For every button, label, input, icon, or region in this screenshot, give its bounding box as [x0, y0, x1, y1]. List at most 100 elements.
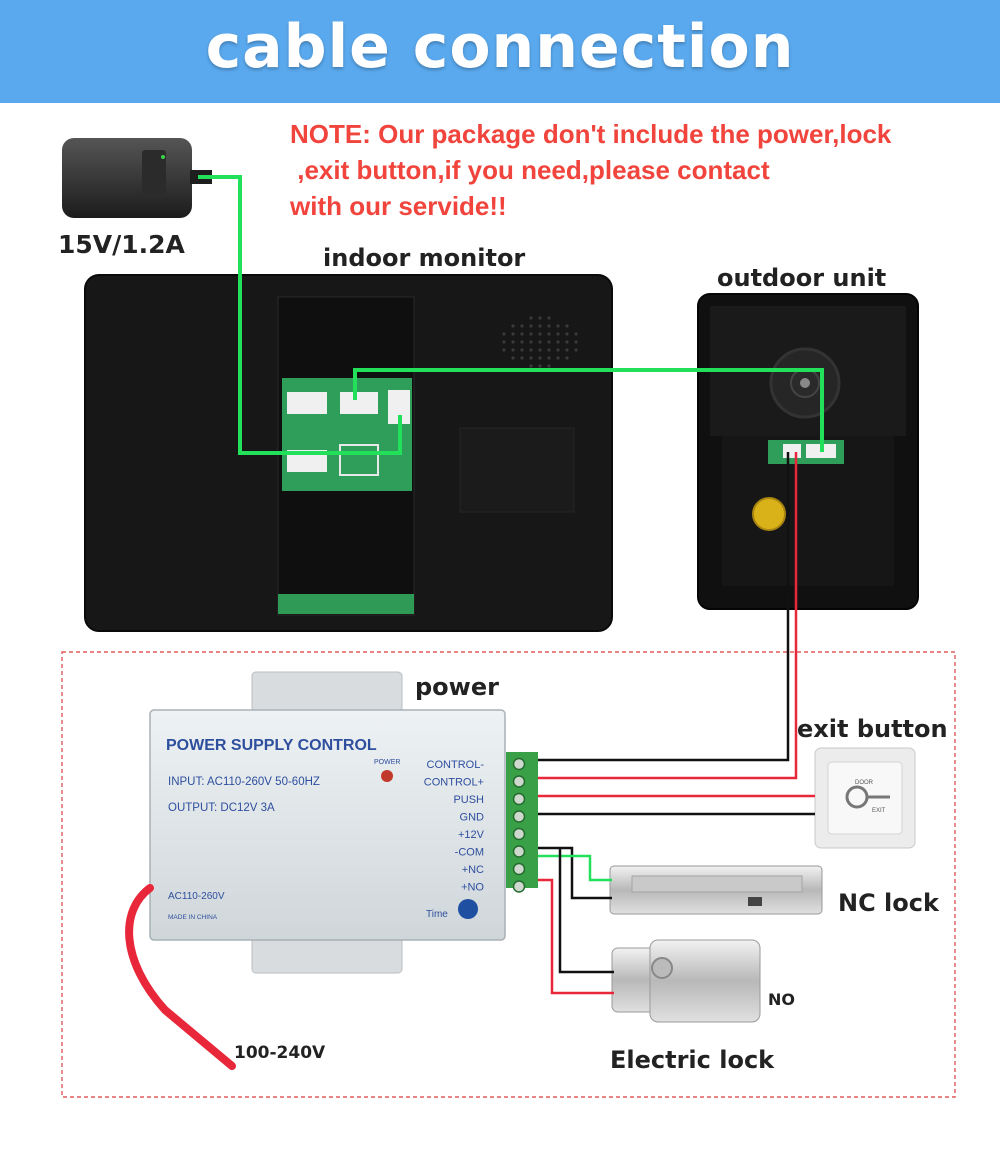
- speaker-hole: [538, 364, 542, 368]
- panel-made-in: MADE IN CHINA: [168, 914, 218, 921]
- no-wire: [538, 878, 614, 995]
- page-title: cable connection: [205, 12, 795, 82]
- exit-face-bottom: EXIT: [872, 808, 886, 814]
- speaker-hole: [529, 324, 533, 328]
- terminal-label: -COM: [455, 847, 484, 859]
- power-label: power: [415, 673, 499, 701]
- speaker-hole: [565, 356, 569, 360]
- control-minus-wire: [538, 452, 790, 762]
- panel-led-label: POWER: [374, 759, 400, 766]
- speaker-hole: [547, 340, 551, 344]
- speaker-hole: [520, 340, 524, 344]
- speaker-hole: [547, 348, 551, 352]
- outdoor-unit-label: outdoor unit: [717, 264, 887, 292]
- terminal-label: +NO: [461, 882, 484, 894]
- terminal-screw: [512, 810, 526, 823]
- speaker-hole: [511, 340, 515, 344]
- terminal-label: PUSH: [453, 794, 484, 806]
- mains-cable: [125, 884, 236, 1070]
- speaker-hole: [502, 348, 506, 352]
- speaker-hole: [511, 324, 515, 328]
- terminal-label: +12V: [458, 829, 485, 841]
- speaker-hole: [547, 332, 551, 336]
- installation-frame: [61, 651, 956, 1098]
- com-no-wire: [558, 848, 614, 974]
- speaker-hole: [547, 356, 551, 360]
- speaker-hole: [529, 332, 533, 336]
- terminal-screw: [512, 845, 526, 858]
- speaker-hole: [538, 340, 542, 344]
- note-line-1: NOTE: Our package don't include the powe…: [290, 119, 892, 149]
- speaker-hole: [565, 324, 569, 328]
- adapter-label: 15V/1.2A: [58, 230, 185, 259]
- terminal-screw: [512, 827, 526, 841]
- panel-ac-label: AC110-260V: [168, 891, 225, 902]
- speaker-hole: [547, 316, 551, 320]
- speaker-hole: [529, 364, 533, 368]
- speaker-hole: [529, 340, 533, 344]
- speaker-hole: [565, 340, 569, 344]
- speaker-hole: [511, 356, 515, 360]
- note-line-2: ,exit button,if you need,please contact: [290, 155, 770, 185]
- electric-lock-label: Electric lock: [610, 1046, 775, 1074]
- nc-lock-device: [609, 865, 823, 915]
- exit-face-top: DOOR: [855, 780, 874, 786]
- note-line-3: with our servide!!: [290, 191, 507, 221]
- speaker-hole: [556, 332, 560, 336]
- indoor-monitor-label: indoor monitor: [323, 244, 526, 272]
- exit-button-device: [814, 747, 916, 849]
- speaker-hole: [502, 340, 506, 344]
- terminal-screw: [512, 880, 526, 893]
- speaker-hole: [556, 348, 560, 352]
- speaker-hole: [574, 348, 578, 352]
- speaker-hole: [529, 316, 533, 320]
- panel-input: INPUT: AC110-260V 50-60HZ: [168, 776, 320, 788]
- speaker-hole: [547, 364, 551, 368]
- terminal-screw: [512, 792, 526, 806]
- nc-lock-label: NC lock: [838, 889, 939, 917]
- panel-time-label: Time: [426, 909, 448, 920]
- adapter-wire: [198, 175, 402, 455]
- speaker-hole: [574, 332, 578, 336]
- terminal-label: CONTROL+: [424, 777, 484, 789]
- speaker-hole: [511, 332, 515, 336]
- terminal-label: +NC: [462, 864, 484, 876]
- exit-button-label: exit button: [797, 715, 948, 743]
- speaker-hole: [565, 332, 569, 336]
- terminal-screw: [512, 862, 526, 876]
- speaker-hole: [511, 348, 515, 352]
- speaker-hole: [565, 348, 569, 352]
- no-label: NO: [768, 990, 795, 1009]
- power-supply-control: [149, 671, 538, 974]
- electric-lock-device: [611, 939, 761, 1023]
- speaker-hole: [538, 348, 542, 352]
- panel-output: OUTPUT: DC12V 3A: [168, 802, 275, 814]
- header-banner: [0, 0, 1000, 103]
- speaker-hole: [574, 340, 578, 344]
- terminal-labels: CONTROL- CONTROL+ PUSH GND +12V -COM +NC +NO: [424, 759, 485, 894]
- power-adapter: [62, 138, 212, 218]
- speaker-hole: [529, 348, 533, 352]
- speaker-hole: [556, 356, 560, 360]
- speaker-hole: [520, 324, 524, 328]
- terminal-label: CONTROL-: [427, 759, 485, 771]
- monitor-outdoor-wire: [353, 368, 824, 452]
- speaker-hole: [529, 356, 533, 360]
- com-nc-wire: [538, 846, 612, 900]
- speaker-hole: [538, 324, 542, 328]
- panel-title: POWER SUPPLY CONTROL: [166, 737, 377, 754]
- speaker-hole: [538, 332, 542, 336]
- speaker-hole: [547, 324, 551, 328]
- terminal-screw: [512, 757, 526, 771]
- speaker-grille: [502, 316, 578, 368]
- speaker-hole: [556, 324, 560, 328]
- outdoor-unit: [697, 293, 919, 610]
- nc-wire: [538, 854, 612, 882]
- terminal-screw: [512, 775, 526, 788]
- speaker-hole: [502, 332, 506, 336]
- terminal-label: GND: [460, 812, 485, 824]
- speaker-hole: [520, 332, 524, 336]
- speaker-hole: [538, 356, 542, 360]
- speaker-hole: [520, 356, 524, 360]
